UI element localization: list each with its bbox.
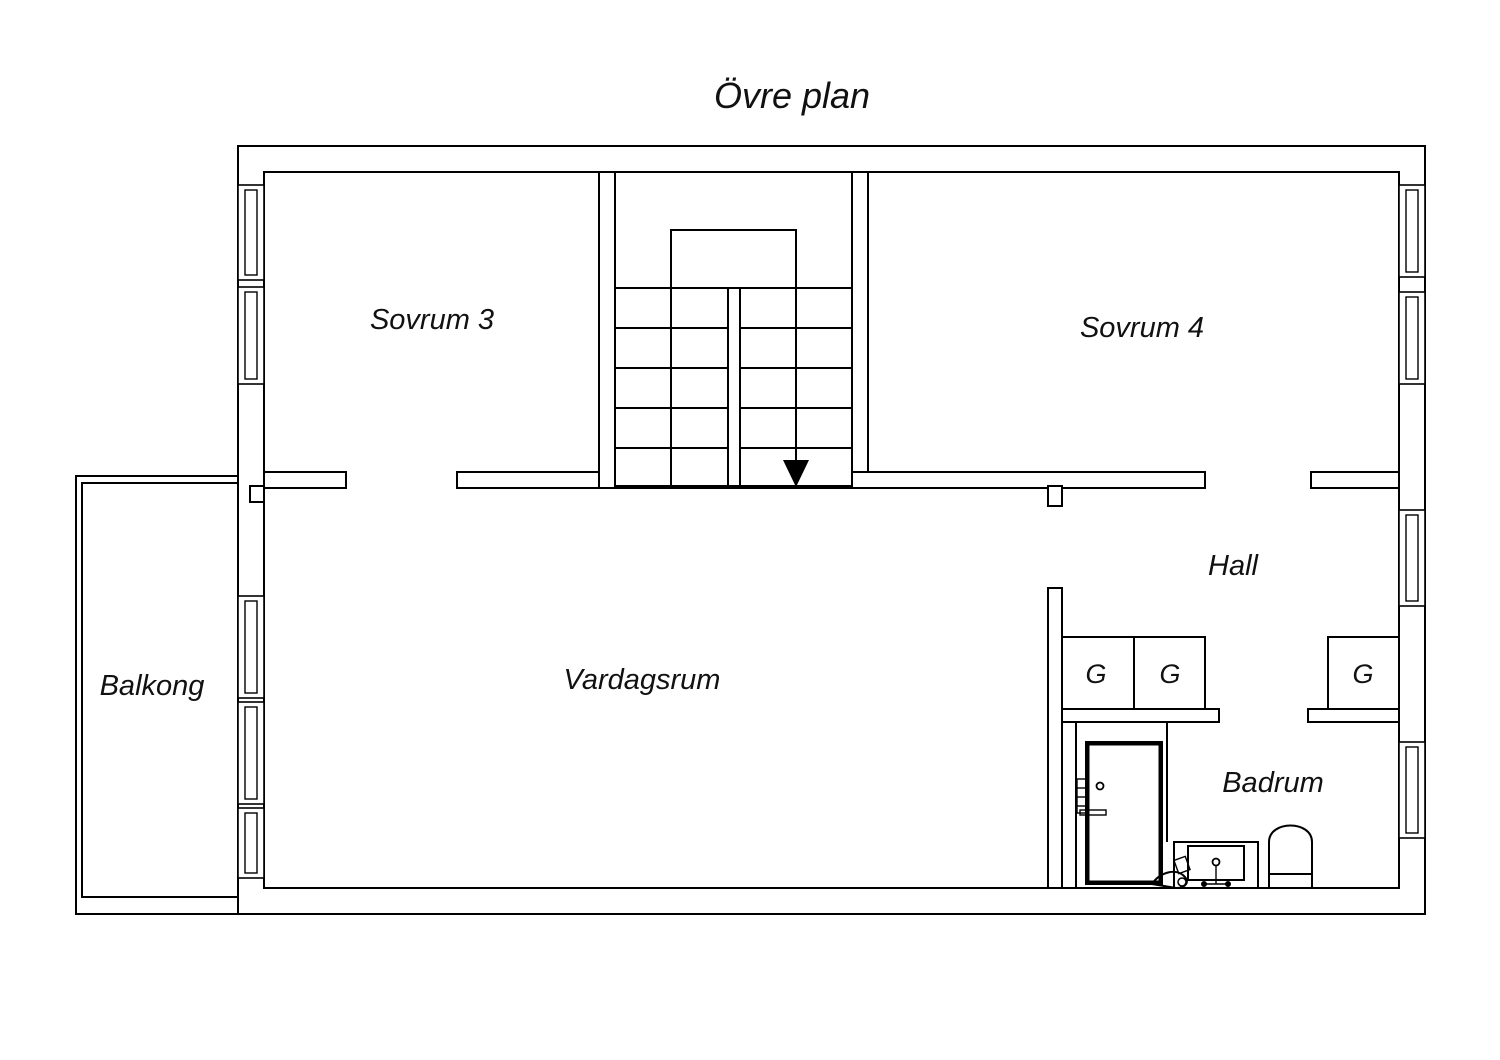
room-label-badrum: Badrum — [1222, 767, 1324, 799]
windows-right — [1398, 184, 1426, 839]
windows-left — [237, 184, 265, 879]
closet-label: G — [1085, 659, 1106, 689]
room-label-sovrum4: Sovrum 4 — [1080, 312, 1204, 344]
toilet — [1268, 824, 1313, 888]
closets: G G G — [1061, 636, 1400, 710]
closet-label: G — [1352, 659, 1373, 689]
room-label-vardagsrum: Vardagsrum — [564, 664, 721, 696]
plan-title: Övre plan — [714, 75, 870, 116]
stair-direction-arrow — [783, 460, 809, 487]
room-label-balkong: Balkong — [100, 670, 205, 702]
sovrum3-walls — [249, 171, 616, 503]
room-label-sovrum3: Sovrum 3 — [370, 304, 494, 336]
balcony — [75, 475, 239, 915]
shower-door — [1076, 741, 1163, 885]
bathroom-fixtures — [1076, 741, 1313, 890]
room-label-hall: Hall — [1208, 550, 1260, 582]
staircase — [614, 171, 869, 489]
closet-label: G — [1159, 659, 1180, 689]
sink — [1150, 841, 1259, 890]
sovrum4-walls — [851, 471, 1400, 507]
